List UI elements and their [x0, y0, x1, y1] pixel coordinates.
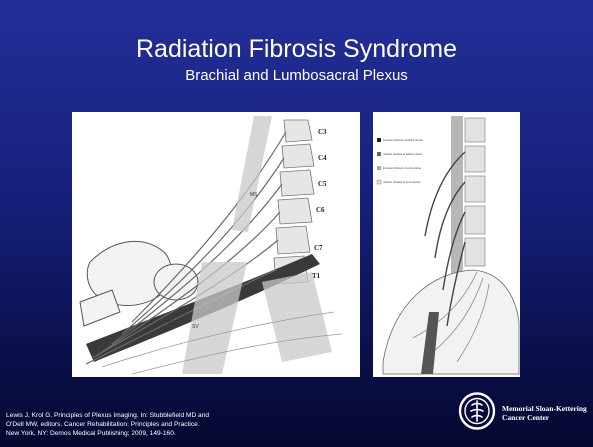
- legend-swatch-3: [377, 166, 381, 170]
- legend-item-4: Anterior division of sacral plexus: [383, 181, 420, 184]
- citation-line-3: New York, NY: Demos Medical Publishing; …: [6, 429, 306, 438]
- mskcc-logo: Memorial Sloan-Kettering Cancer Center: [455, 391, 590, 431]
- label-sv: SV: [192, 324, 199, 330]
- legend-swatch-4: [377, 180, 381, 184]
- root-label-c5: C5: [318, 180, 327, 188]
- root-label-c6: C6: [316, 206, 325, 214]
- legend-item-1: Posterior division of lumbar plexus: [383, 139, 422, 142]
- brachial-plexus-illustration: C3 C4 C5 C6 C7 T1 MS SA SV: [72, 112, 360, 377]
- lumbar-spine: [465, 118, 485, 266]
- root-label-c7: C7: [314, 244, 323, 252]
- legend-swatch-1: [377, 138, 381, 142]
- citation-line-1: Lewis J, Krol G. Principles of Plexus Im…: [6, 411, 306, 420]
- mskcc-emblem-icon: [455, 391, 499, 431]
- legend-swatch-2: [377, 152, 381, 156]
- legend-item-3: Posterior division of sacral plexus: [383, 167, 421, 170]
- slide-title: Radiation Fibrosis Syndrome: [0, 34, 593, 64]
- root-label-t1: T1: [312, 272, 321, 280]
- slide-subtitle: Brachial and Lumbosacral Plexus: [0, 67, 593, 85]
- plexus-legend: Posterior division of lumbar plexus Ante…: [377, 138, 422, 184]
- logo-wordmark: Memorial Sloan-Kettering Cancer Center: [502, 404, 587, 422]
- root-label-c4: C4: [318, 154, 327, 162]
- lumbosacral-plexus-drawing: Posterior division of lumbar plexus Ante…: [373, 112, 520, 377]
- pelvis: [383, 270, 519, 374]
- logo-line-1: Memorial Sloan-Kettering: [502, 404, 587, 413]
- label-sa: SA: [168, 320, 175, 326]
- citation: Lewis J, Krol G. Principles of Plexus Im…: [6, 411, 306, 438]
- brachial-plexus-drawing: C3 C4 C5 C6 C7 T1 MS SA SV: [72, 112, 360, 377]
- root-label-c3: C3: [318, 128, 327, 136]
- lumbosacral-plexus-illustration: Posterior division of lumbar plexus Ante…: [373, 112, 520, 377]
- citation-line-2: O'Dell MW, editors. Cancer Rehabilitatio…: [6, 420, 306, 429]
- legend-item-2: Anterior division of lumbar plexus: [383, 153, 422, 156]
- label-ms: MS: [250, 192, 258, 198]
- logo-line-2: Cancer Center: [502, 413, 587, 422]
